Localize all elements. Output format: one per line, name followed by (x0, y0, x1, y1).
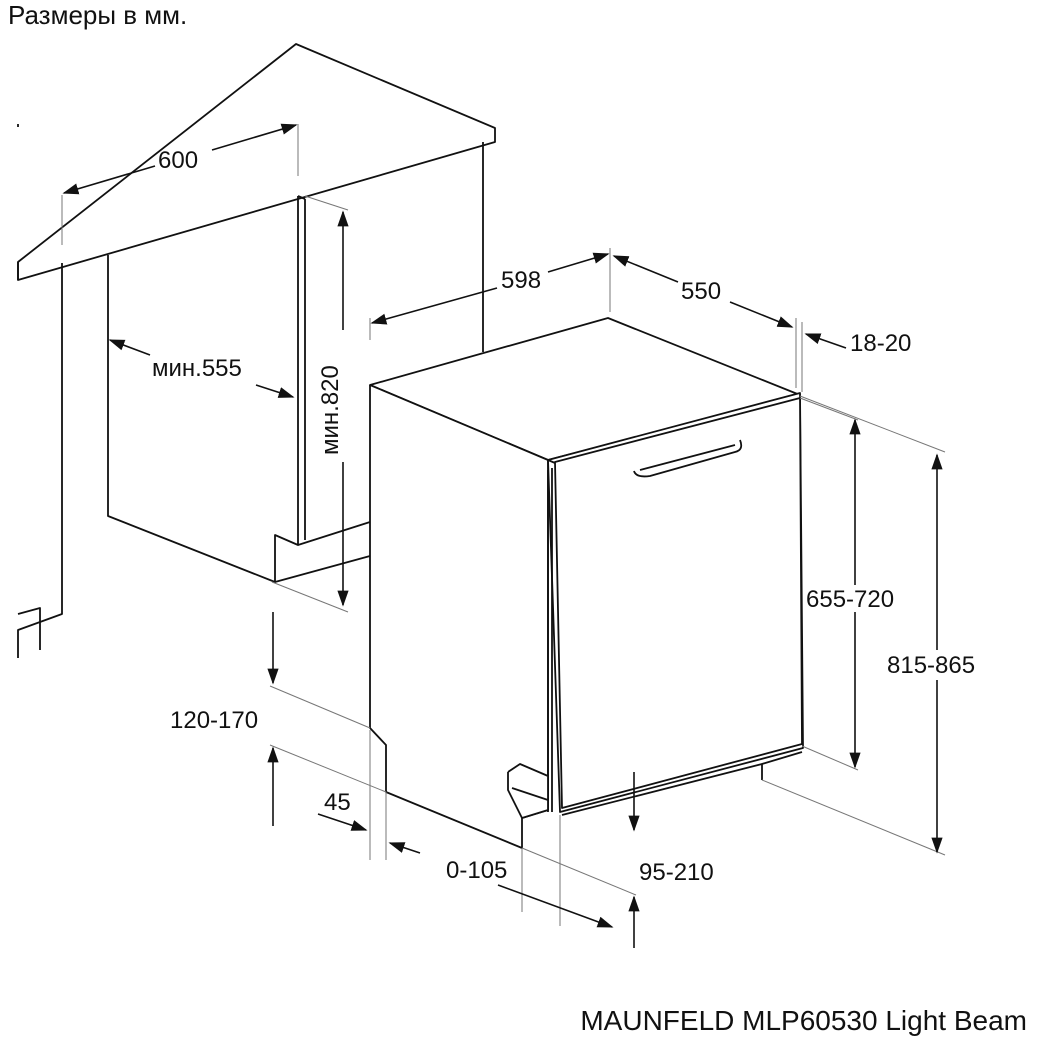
dimension-labels: 600 мин.555 мин.820 598 550 18-20 655-72… (152, 147, 975, 886)
dim-plinth-height: 120-170 (170, 707, 258, 734)
dim-niche-depth: мин.555 (152, 355, 242, 382)
model-caption: MAUNFELD MLP60530 Light Beam (580, 1005, 1027, 1036)
dim-door-height: 655-720 (806, 586, 894, 613)
cabinet-niche (17, 142, 484, 658)
dimension-arrows (62, 123, 943, 948)
dim-niche-height: мин.820 (317, 365, 344, 455)
page-title: Размеры в мм. (8, 0, 188, 30)
countertop (17, 43, 496, 281)
dim-door-bottom: 95-210 (639, 859, 714, 886)
dim-plinth-recess: 45 (324, 789, 351, 816)
dishwasher (369, 317, 804, 849)
extension-lines (61, 124, 946, 926)
dim-total-height: 815-865 (887, 652, 975, 679)
dim-foot-adjust: 0-105 (446, 857, 507, 884)
dim-door-gap: 18-20 (850, 330, 911, 357)
dim-appliance-width: 598 (501, 267, 541, 294)
dim-appliance-depth: 550 (681, 278, 721, 305)
dim-cabinet-width: 600 (158, 147, 198, 174)
